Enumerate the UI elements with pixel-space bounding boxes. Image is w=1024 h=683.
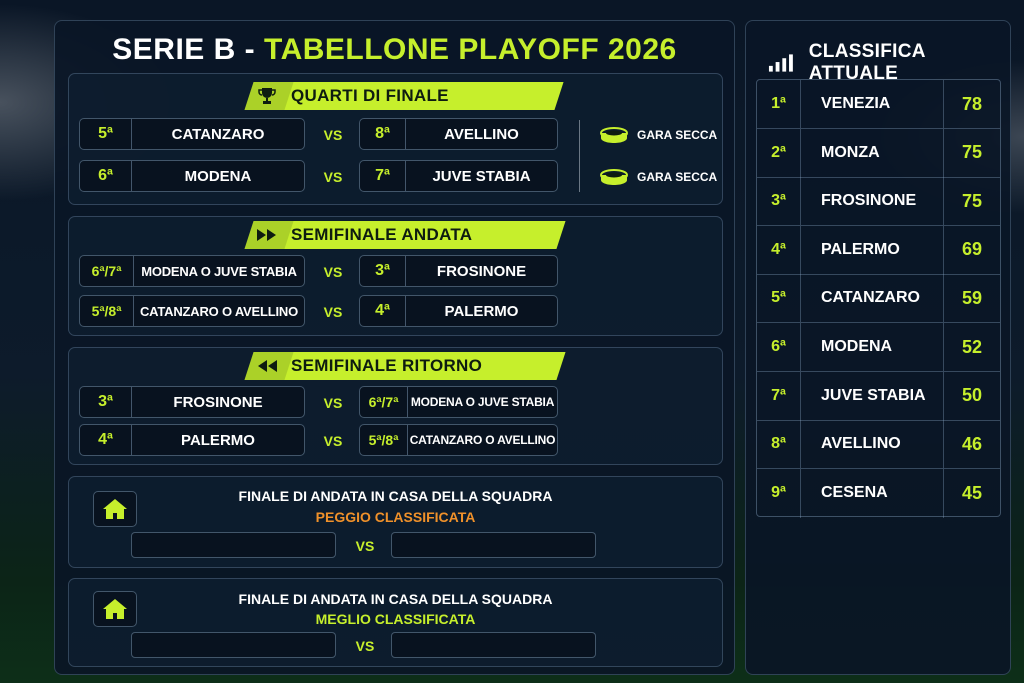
vs-label: VS	[323, 264, 343, 280]
standings-team: PALERMO	[801, 225, 944, 274]
vs-label: VS	[323, 169, 343, 185]
finale-andata-away-slot	[391, 532, 596, 558]
fast-forward-icon	[249, 221, 285, 249]
finale-ritorno-section: FINALE DI ANDATA IN CASA DELLA SQUADRA M…	[68, 578, 723, 667]
standings-position: 8ª	[757, 420, 801, 469]
semi-ritorno-match-1-home: 3ª FROSINONE	[79, 386, 305, 418]
page-title: SERIE B - TABELLONE PLAYOFF 2026	[112, 33, 677, 66]
finale-ritorno-line1: FINALE DI ANDATA IN CASA DELLA SQUADRA	[238, 591, 553, 607]
standings-points: 69	[961, 239, 983, 260]
semi-andata-match-1-home: 6ª/7ª MODENA O JUVE STABIA	[79, 255, 305, 287]
standings-position: 3ª	[757, 177, 801, 226]
standings-position: 9ª	[757, 468, 801, 518]
finale-ritorno-away-slot	[391, 632, 596, 658]
standings-points: 59	[961, 287, 983, 308]
quarti-match-2-away: 7ª JUVE STABIA	[359, 160, 558, 192]
finale-andata-line2: PEGGIO CLASSIFICATA	[315, 509, 476, 525]
stadium-icon	[600, 169, 628, 185]
gara-secca-1: GARA SECCA	[599, 126, 717, 144]
standings-points: 50	[961, 385, 983, 406]
standings-position: 1ª	[757, 80, 801, 128]
vs-label: VS	[323, 433, 343, 449]
semi-ritorno-match-1-away: 6ª/7ª MODENA O JUVE STABIA	[359, 386, 558, 418]
standings-points: 52	[961, 336, 983, 357]
home-icon	[93, 591, 137, 627]
quarti-match-2-home: 6ª MODENA	[79, 160, 305, 192]
bracket-panel: SERIE B - TABELLONE PLAYOFF 2026 QUARTI …	[54, 20, 735, 675]
vs-label: VS	[355, 638, 375, 654]
finale-ritorno-home-slot	[131, 632, 336, 658]
standings-team: MONZA	[801, 128, 944, 177]
semi-andata-section: SEMIFINALE ANDATA 6ª/7ª MODENA O JUVE ST…	[68, 216, 723, 336]
semi-andata-match-2-away: 4ª PALERMO	[359, 295, 558, 327]
standings-position: 5ª	[757, 274, 801, 323]
semi-andata-match-1-away: 3ª FROSINONE	[359, 255, 558, 287]
semi-andata-match-2-home: 5ª/8ª CATANZARO O AVELLINO	[79, 295, 305, 327]
vs-label: VS	[355, 538, 375, 554]
stadium-icon	[600, 127, 628, 143]
standings-points: 75	[961, 142, 983, 163]
standings-position: 6ª	[757, 323, 801, 371]
standings-team: FROSINONE	[801, 177, 944, 226]
quarti-match-1-home: 5ª CATANZARO	[79, 118, 305, 150]
finale-andata-home-slot	[131, 532, 336, 558]
vs-label: VS	[323, 395, 343, 411]
finale-ritorno-line2: MEGLIO CLASSIFICATA	[315, 611, 476, 627]
standings-team: CATANZARO	[801, 274, 944, 323]
standings-points: 46	[961, 433, 983, 454]
standings-title: CLASSIFICA ATTUALE	[768, 41, 1010, 85]
semi-andata-banner: SEMIFINALE ANDATA	[244, 221, 566, 249]
standings-position: 7ª	[757, 371, 801, 420]
semi-ritorno-banner: SEMIFINALE RITORNO	[244, 352, 566, 380]
standings-position: 4ª	[757, 225, 801, 274]
standings-team: MODENA	[801, 323, 944, 371]
semi-ritorno-match-2-home: 4ª PALERMO	[79, 424, 305, 456]
rewind-icon	[249, 352, 285, 380]
standings-points: 78	[961, 93, 983, 114]
home-icon	[93, 491, 137, 527]
vs-label: VS	[323, 127, 343, 143]
finale-andata-line1: FINALE DI ANDATA IN CASA DELLA SQUADRA	[238, 488, 553, 504]
standings-position: 2ª	[757, 128, 801, 177]
quarti-section: QUARTI DI FINALE 5ª CATANZARO VS 8ª AVEL…	[68, 73, 723, 205]
standings-team: CESENA	[801, 468, 944, 518]
gara-secca-2: GARA SECCA	[599, 168, 717, 186]
semi-ritorno-section: SEMIFINALE RITORNO 3ª FROSINONE VS 6ª/7ª…	[68, 347, 723, 465]
bar-chart-icon	[768, 54, 793, 72]
quarti-banner: QUARTI DI FINALE	[244, 82, 564, 110]
standings-points: 75	[961, 190, 983, 211]
standings-team: JUVE STABIA	[801, 371, 944, 420]
divider	[579, 120, 580, 192]
semi-ritorno-match-2-away: 5ª/8ª CATANZARO O AVELLINO	[359, 424, 558, 456]
standings-team: AVELLINO	[801, 420, 944, 469]
trophy-icon	[249, 82, 285, 110]
standings-points: 45	[961, 482, 983, 503]
quarti-match-1-away: 8ª AVELLINO	[359, 118, 558, 150]
vs-label: VS	[323, 304, 343, 320]
finale-andata-section: FINALE DI ANDATA IN CASA DELLA SQUADRA P…	[68, 476, 723, 568]
standings-team: VENEZIA	[801, 80, 944, 128]
